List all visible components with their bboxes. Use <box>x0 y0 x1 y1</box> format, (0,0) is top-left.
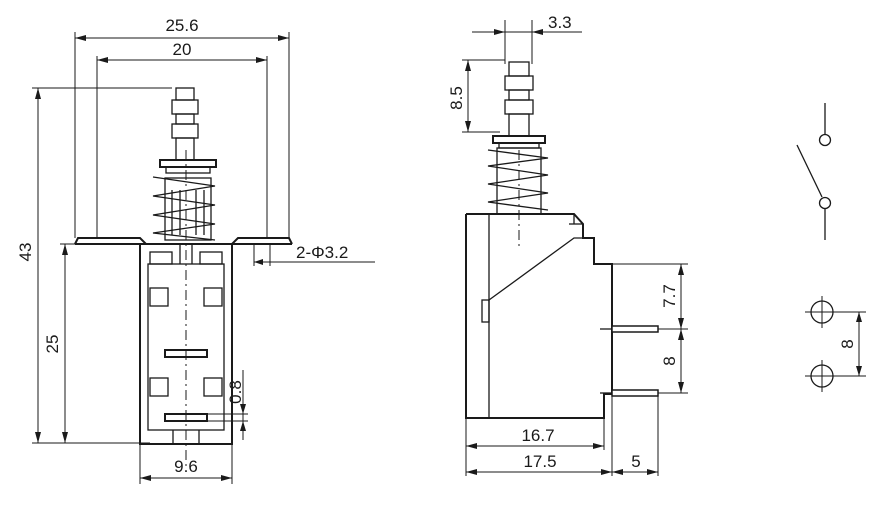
label-terminal-offset: 7.7 <box>660 284 679 308</box>
switch-body <box>139 150 233 470</box>
dim-plunger-width: 3.3 <box>472 13 582 64</box>
dim-body-width: 9.6 <box>139 444 233 484</box>
label-hole-callout: 2-Φ3.2 <box>296 243 348 262</box>
label-body-width: 9.6 <box>174 457 198 476</box>
side-view: 3.3 8.5 <box>447 13 688 476</box>
dim-height-overall: 43 <box>16 87 172 444</box>
label-height-overall: 43 <box>16 243 35 262</box>
dim-hole-callout: 2-Φ3.2 <box>253 243 375 266</box>
side-terminals <box>600 325 659 397</box>
dim-pin-thickness: 0.8 <box>208 370 248 440</box>
label-height-body: 25 <box>43 335 62 354</box>
label-plunger-width: 3.3 <box>548 13 572 32</box>
label-width-overall: 25.6 <box>165 16 198 35</box>
dim-width-mount: 20 <box>96 40 268 238</box>
label-plunger-travel: 8.5 <box>447 86 466 110</box>
side-housing <box>465 150 613 419</box>
label-terminal-length: 5 <box>631 452 640 471</box>
dim-body-depth-inner: 16.7 <box>465 418 605 476</box>
pcb-hole-layout: 8 <box>805 296 866 392</box>
side-plunger <box>492 61 546 149</box>
label-terminal-pitch: 8 <box>660 356 679 365</box>
dim-width-overall: 25.6 <box>74 16 290 238</box>
label-width-mount: 20 <box>173 40 192 59</box>
front-view: 25.6 20 43 25 <box>16 16 375 484</box>
dim-terminal-offset: 7.7 8 <box>612 263 688 394</box>
dim-body-depth: 17.5 5 <box>466 396 659 476</box>
label-pin-thickness: 0.8 <box>226 380 245 404</box>
plunger <box>159 87 217 174</box>
dim-plunger-travel: 8.5 <box>447 59 505 133</box>
label-body-depth: 17.5 <box>523 452 556 471</box>
label-body-depth-inner: 16.7 <box>521 426 554 445</box>
label-hole-pitch: 8 <box>838 339 857 348</box>
spring <box>152 176 216 241</box>
dim-height-body: 25 <box>43 243 146 443</box>
side-spring <box>487 147 549 215</box>
switch-schematic-symbol <box>796 103 832 240</box>
